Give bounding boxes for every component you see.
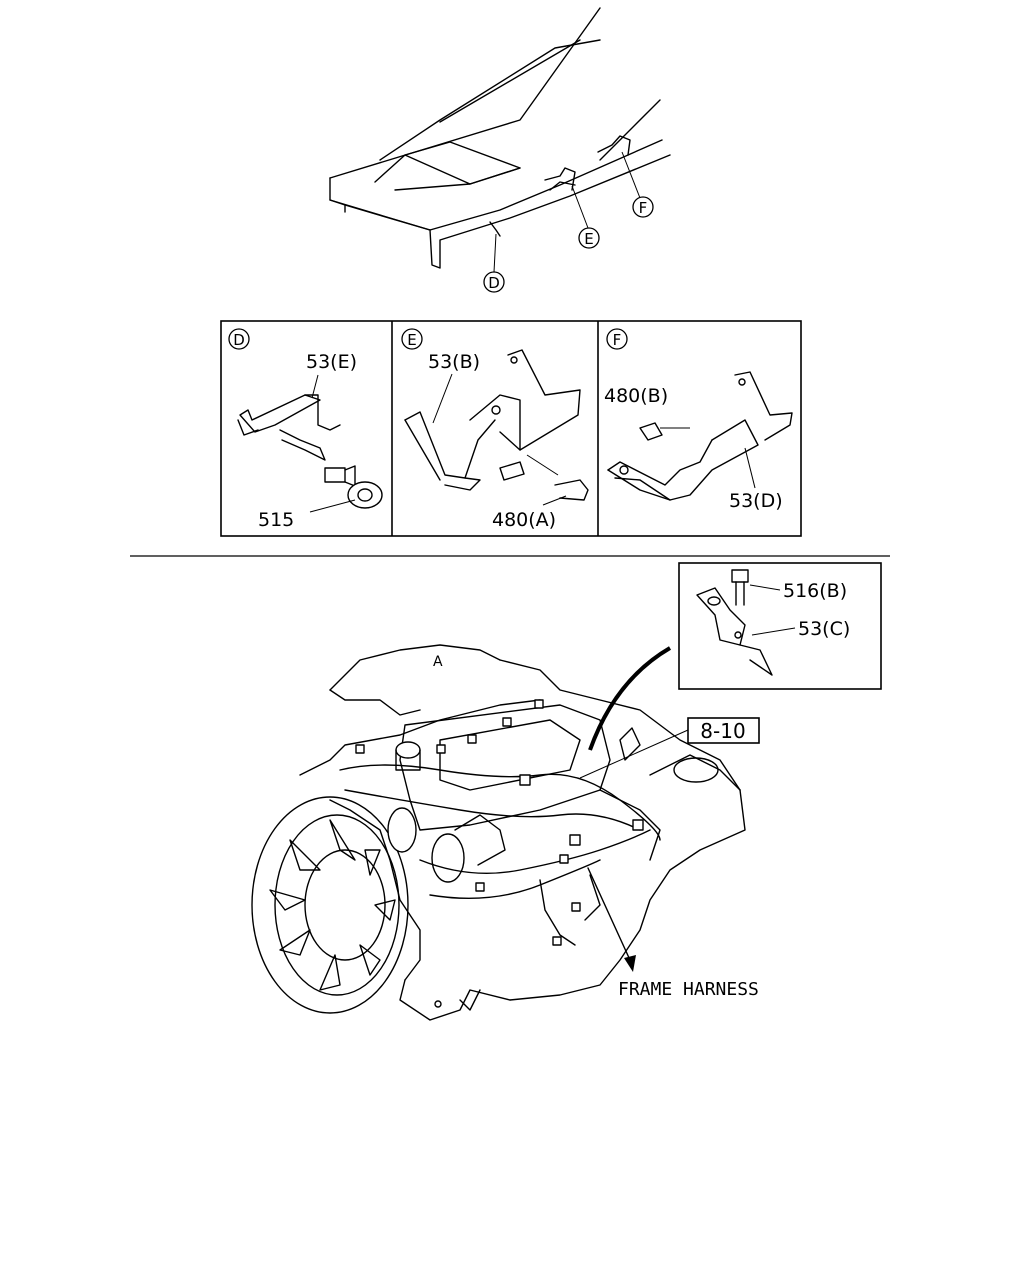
bolt-e-drawing xyxy=(499,461,589,501)
svg-text:E: E xyxy=(584,230,593,248)
part-label-516b: 516(B) xyxy=(783,580,847,602)
detail-c-leader xyxy=(588,646,672,751)
engine-marker-a: A xyxy=(433,654,443,670)
bolt-drawing xyxy=(324,465,356,487)
callout-e: E xyxy=(578,227,600,249)
callout-d: D xyxy=(483,271,505,293)
callout-f: F xyxy=(632,196,654,218)
detail-d-label: D xyxy=(233,331,245,349)
bracket-53b-drawing xyxy=(404,349,581,491)
nut-515-drawing xyxy=(347,481,383,509)
detail-d-panel: D 53(E) 515 xyxy=(228,328,383,531)
engine-illustration xyxy=(251,644,746,1021)
detail-f-panel: F 480(B) 53(D) xyxy=(604,328,793,512)
part-label-53d: 53(D) xyxy=(729,490,783,512)
vehicle-frame-illustration xyxy=(329,7,671,273)
frame-harness-label: FRAME HARNESS xyxy=(618,979,759,1000)
detail-panels-frame xyxy=(220,320,802,537)
bracket-53e-drawing xyxy=(237,374,341,461)
detail-e-callout xyxy=(401,328,423,350)
bracket-53c-drawing xyxy=(696,587,773,676)
part-label-53e: 53(E) xyxy=(306,351,357,373)
detail-c-panel: 516(B) 53(C) xyxy=(678,562,882,690)
part-label-480a: 480(A) xyxy=(492,509,556,531)
svg-text:D: D xyxy=(488,274,500,292)
detail-d-callout xyxy=(228,328,250,350)
fan-blades xyxy=(269,819,396,991)
detail-e-label: E xyxy=(407,331,416,349)
part-label-53c: 53(C) xyxy=(798,618,850,640)
part-label-53b: 53(B) xyxy=(428,351,480,373)
bolt-516b-drawing xyxy=(731,569,749,606)
svg-text:F: F xyxy=(639,199,648,217)
bolt-f-drawing xyxy=(639,422,663,441)
detail-f-callout xyxy=(606,328,628,350)
detail-f-label: F xyxy=(613,331,622,349)
part-label-480b: 480(B) xyxy=(604,385,668,407)
svg-text:8-10: 8-10 xyxy=(700,719,745,743)
frame-harness-arrow xyxy=(587,867,636,972)
part-label-515: 515 xyxy=(258,509,294,531)
detail-e-panel: E 53(B) 480(A) xyxy=(401,328,589,531)
bracket-53d-drawing xyxy=(607,371,793,501)
reference-8-10: 8-10 xyxy=(579,717,760,779)
